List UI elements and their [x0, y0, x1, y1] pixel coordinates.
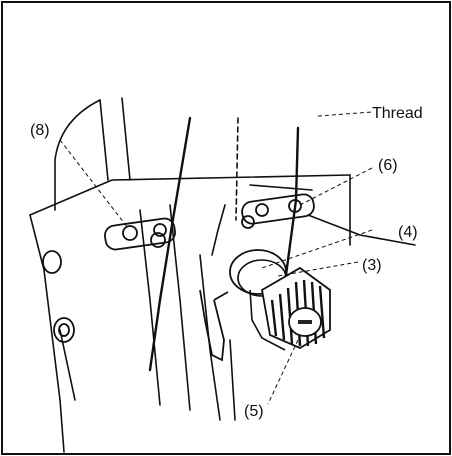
tension-dial — [261, 266, 331, 350]
leader-lines — [59, 111, 373, 405]
label-thread: Thread — [372, 105, 423, 122]
threads — [148, 116, 300, 372]
machine-head — [29, 97, 416, 453]
thread-guide-6 — [241, 193, 315, 229]
label-part-6: (6) — [378, 157, 398, 174]
label-part-5: (5) — [244, 403, 264, 420]
label-part-8: (8) — [30, 122, 50, 139]
side-holes — [42, 250, 75, 343]
label-part-3: (3) — [362, 257, 382, 274]
tension-regulator — [229, 249, 287, 351]
thread-guide-8 — [104, 217, 176, 251]
label-part-4: (4) — [398, 224, 418, 241]
thread-guide-5 — [199, 289, 229, 362]
